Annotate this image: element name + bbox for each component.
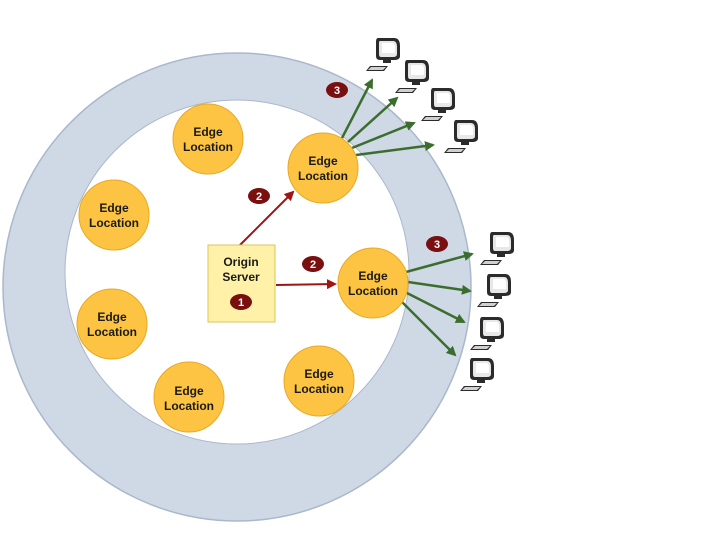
edge-location: Edge Location bbox=[78, 179, 150, 251]
desktop-computer-icon bbox=[366, 38, 400, 71]
svg-text:Edge: Edge bbox=[308, 154, 338, 168]
step-badge-3-lower: 3 bbox=[426, 236, 448, 252]
svg-text:Edge: Edge bbox=[304, 367, 334, 381]
svg-text:2: 2 bbox=[310, 259, 316, 271]
arrow-upper-client-4 bbox=[355, 141, 435, 157]
svg-text:1: 1 bbox=[238, 297, 244, 309]
edge-location-upper-serving: Edge Location bbox=[287, 132, 359, 204]
svg-text:Location: Location bbox=[164, 399, 214, 413]
arrow-origin-to-edge-lower bbox=[275, 279, 337, 290]
svg-text:Location: Location bbox=[298, 169, 348, 183]
svg-text:2: 2 bbox=[256, 191, 262, 203]
origin-label-line2: Server bbox=[222, 270, 260, 284]
step-badge-2-upper: 2 bbox=[248, 188, 270, 204]
svg-text:3: 3 bbox=[334, 85, 340, 97]
svg-text:Location: Location bbox=[183, 140, 233, 154]
edge-location: Edge Location bbox=[172, 103, 244, 175]
svg-text:Edge: Edge bbox=[358, 269, 388, 283]
svg-text:Edge: Edge bbox=[174, 384, 204, 398]
arrow-upper-client-1 bbox=[340, 78, 374, 139]
edge-location: Edge Location bbox=[153, 361, 225, 433]
arrow-upper-client-3 bbox=[351, 121, 416, 150]
origin-label-line1: Origin bbox=[223, 255, 258, 269]
desktop-computer-icon bbox=[460, 358, 494, 391]
edge-location: Edge Location bbox=[76, 288, 148, 360]
desktop-computer-icon bbox=[470, 317, 504, 350]
desktop-computer-icon bbox=[395, 60, 429, 93]
step-badge-3-upper: 3 bbox=[326, 82, 348, 98]
desktop-computer-icon bbox=[421, 88, 455, 121]
step-badge-1: 1 bbox=[230, 294, 252, 310]
svg-text:Location: Location bbox=[348, 284, 398, 298]
svg-text:Location: Location bbox=[294, 382, 344, 396]
svg-text:Edge: Edge bbox=[99, 201, 129, 215]
svg-text:Edge: Edge bbox=[97, 310, 127, 324]
arrow-upper-client-2 bbox=[347, 96, 399, 143]
svg-text:Location: Location bbox=[87, 325, 137, 339]
arrow-origin-to-edge-upper bbox=[239, 190, 295, 246]
step-badge-2-lower: 2 bbox=[302, 256, 324, 272]
edge-location-lower-serving: Edge Location bbox=[337, 247, 409, 319]
svg-text:Edge: Edge bbox=[193, 125, 223, 139]
origin-server: Origin Server 1 bbox=[207, 244, 276, 323]
edge-location: Edge Location bbox=[283, 345, 355, 417]
desktop-computer-icon bbox=[480, 232, 514, 265]
arrow-lower-client-2 bbox=[407, 280, 472, 295]
desktop-computer-icon bbox=[444, 120, 478, 153]
desktop-computer-icon bbox=[477, 274, 511, 307]
arrow-lower-client-1 bbox=[405, 251, 474, 274]
svg-text:3: 3 bbox=[434, 239, 440, 251]
svg-text:Location: Location bbox=[89, 216, 139, 230]
arrow-lower-client-4 bbox=[399, 299, 457, 357]
arrow-lower-client-3 bbox=[404, 290, 466, 324]
